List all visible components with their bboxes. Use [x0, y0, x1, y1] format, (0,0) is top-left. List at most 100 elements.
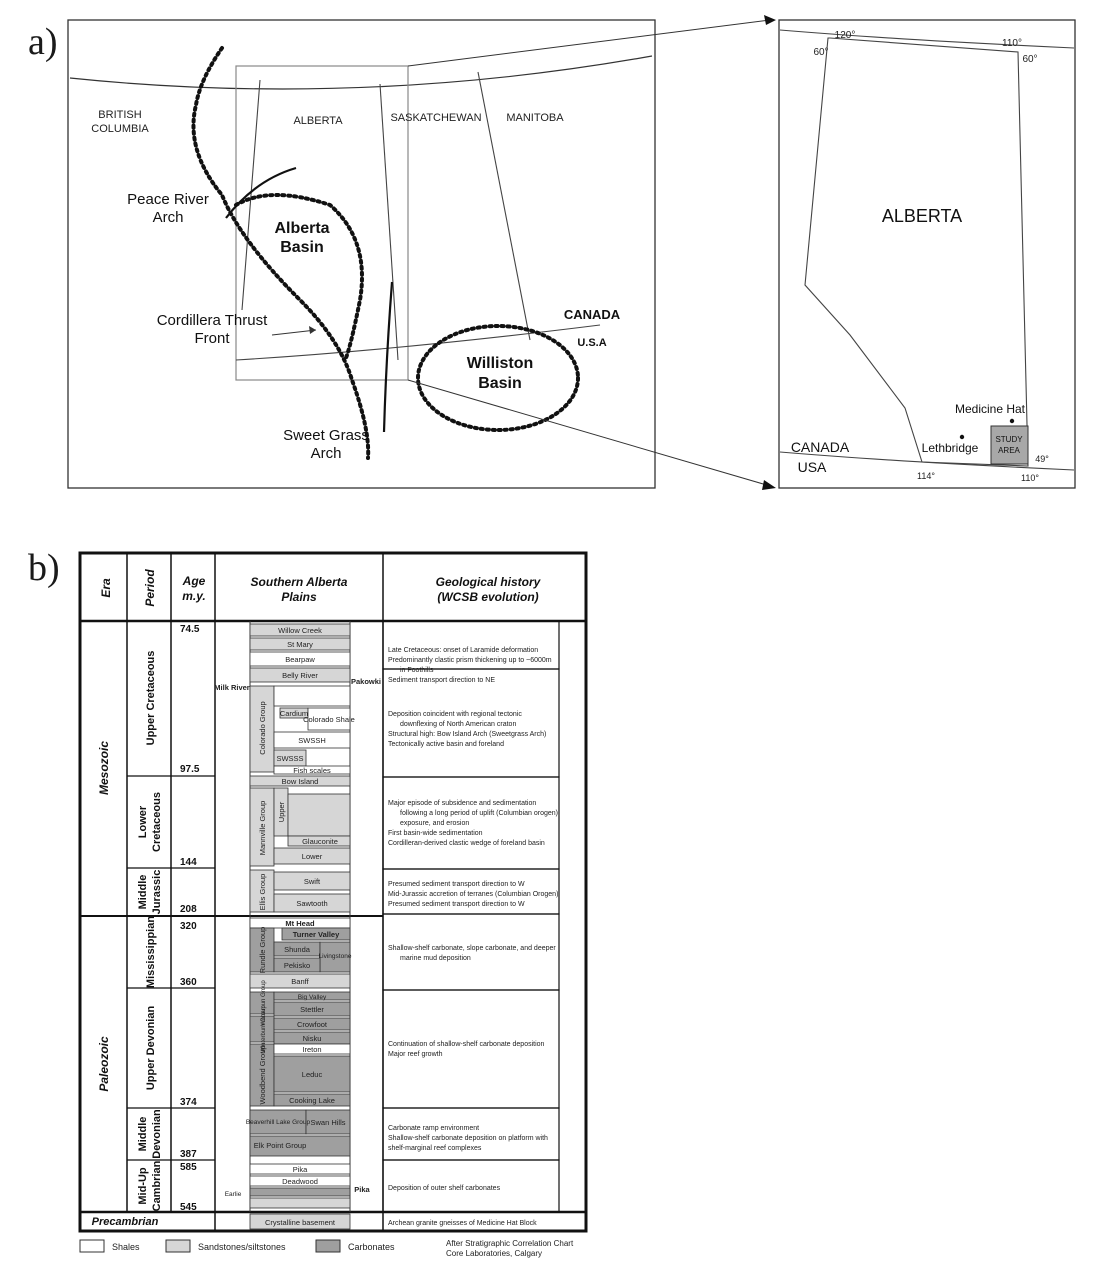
fm-livingstone: Livingstone — [319, 953, 352, 960]
label-sweet-grass-2: Arch — [311, 445, 342, 462]
fm-belly-river: Belly River — [282, 671, 318, 680]
unit-crowfoot — [273, 1017, 351, 1031]
age-97-5: 97.5 — [180, 764, 200, 775]
fm-deadwood: Deadwood — [282, 1177, 318, 1186]
unit-ireton — [273, 1043, 351, 1055]
hist-4-2: Mid-Jurassic accretion of terranes (Colu… — [388, 891, 558, 898]
history-boxes — [382, 620, 560, 1213]
medicine-hat-dot — [1009, 418, 1015, 424]
age-374: 374 — [180, 1097, 197, 1108]
precambrian-label: Precambrian — [92, 1216, 159, 1228]
legend: Shales Sandstones/siltstones Carbonates … — [79, 1239, 574, 1258]
fm-cooking-lake: Cooking Lake — [289, 1096, 335, 1105]
legend-source-1: After Stratigraphic Correlation Chart — [446, 1239, 574, 1248]
fm-colorado-group: Colorado Group — [258, 701, 267, 754]
fm-big-valley: Big Valley — [298, 994, 327, 1001]
legend-carbonates-swatch — [315, 1239, 341, 1253]
unit-belly-river — [249, 667, 351, 683]
fm-lower: Lower — [302, 852, 323, 861]
cordillera-arrow — [271, 329, 317, 336]
fm-ireton: Ireton — [302, 1045, 321, 1054]
unit-beaverhill-lake-group — [249, 1109, 307, 1135]
unit-ellis-group — [249, 869, 275, 913]
unit-colorado-shale — [307, 707, 351, 731]
inset-top-line — [779, 29, 1075, 49]
fm-earlie: Earlie — [225, 1191, 242, 1198]
inset-lon-110-bottom: 110° — [1021, 473, 1039, 483]
age-144: 144 — [180, 857, 197, 868]
hist-4-3: Presumed sediment transport direction to… — [388, 901, 525, 908]
period-cambrian-1: Mid-Up — [137, 1167, 149, 1205]
alberta-outline — [804, 37, 1029, 467]
period-middle-devonian-2: Devonian — [151, 1109, 163, 1159]
header-age-2: m.y. — [182, 589, 206, 603]
fm-basement: Crystalline basement — [265, 1218, 336, 1227]
unit-swssh — [273, 731, 351, 749]
header-plains-1: Southern Alberta — [251, 575, 348, 589]
unit-bearpaw — [249, 651, 351, 667]
unit-sawtooth — [273, 893, 351, 913]
inset-lon-114: 114° — [917, 471, 935, 481]
fm-pika-upper: Pika — [293, 1165, 308, 1174]
alberta-basin-outline — [234, 193, 364, 362]
hist-1-1: Late Cretaceous: onset of Laramide defor… — [388, 647, 538, 654]
stratigraphic-chart: Era Period Age m.y. Southern Alberta Pla… — [78, 551, 588, 1258]
sweet-grass-arch-line — [382, 281, 394, 433]
period-mississippian: Mississippian — [145, 916, 157, 988]
map-frame — [67, 19, 656, 489]
legend-source-2: Core Laboratories, Calgary — [446, 1249, 542, 1258]
inset-medicine-hat: Medicine Hat — [955, 402, 1026, 416]
hist-8-1: Deposition of outer shelf carbonates — [388, 1185, 501, 1192]
unit-swift — [273, 871, 351, 891]
unit-stettler — [273, 1001, 351, 1017]
age-74-5: 74.5 — [180, 624, 200, 635]
hist-3-2: following a long period of uplift (Colum… — [400, 810, 560, 817]
period-middle-jurassic-1: Middle — [137, 875, 149, 910]
label-peace-river-2: Arch — [153, 209, 184, 226]
fm-swan-hills: Swan Hills — [310, 1118, 345, 1127]
era-mesozoic: Mesozoic — [97, 741, 111, 795]
label-saskatchewan: SASKATCHEWAN — [390, 112, 481, 124]
inset-bottom-line — [779, 451, 1075, 471]
label-williston-1: Williston — [467, 355, 534, 372]
label-cordillera-1: Cordillera Thrust — [157, 312, 268, 329]
age-585: 585 — [180, 1162, 197, 1173]
hist-3-1: Major episode of subsidence and sediment… — [388, 800, 536, 807]
fm-fish-scales: Fish scales — [293, 766, 331, 775]
fm-elk-point-group: Elk Point Group — [254, 1141, 307, 1150]
inset-lat-60-right: 60° — [1022, 54, 1037, 65]
header-period: Period — [143, 569, 157, 607]
fm-bow-island: Bow Island — [282, 777, 319, 786]
legend-shales-swatch — [79, 1239, 105, 1253]
hist-4-1: Presumed sediment transport direction to… — [388, 881, 525, 888]
age-360: 360 — [180, 977, 197, 988]
period-cambrian-2: Cambrian — [151, 1160, 163, 1211]
unit-crystalline-basement — [249, 1213, 351, 1230]
hist-9-1: Archean granite gneisses of Medicine Hat… — [388, 1220, 537, 1227]
fm-swssh: SWSSH — [298, 736, 326, 745]
cordillera-thrust-front — [191, 46, 371, 460]
fm-swift: Swift — [304, 877, 321, 886]
period-middle-jurassic-2: Jurassic — [151, 870, 163, 915]
label-alberta: ALBERTA — [293, 115, 343, 127]
unit-swan-hills — [305, 1109, 351, 1135]
label-usa: U.S.A — [577, 337, 606, 349]
history-box-5 — [382, 913, 560, 991]
fm-glauconite: Glauconite — [302, 837, 338, 846]
fm-mt-head: Mt Head — [285, 919, 315, 928]
hist-2-2: downflexing of North American craton — [400, 721, 516, 728]
label-manitoba: MANITOBA — [506, 112, 564, 124]
fm-wabamun-group: Wabamun Group — [261, 980, 267, 1026]
fm-cardium: Cardium — [280, 709, 308, 718]
hist-1-2: Predominantly clastic prism thickening u… — [388, 657, 552, 664]
hist-1-3: in Foothills — [400, 667, 434, 674]
unit-banff — [249, 973, 351, 989]
period-lower-cretaceous-1: Lower — [137, 805, 149, 838]
label-sweet-grass-1: Sweet Grass — [283, 427, 369, 444]
fm-willow-creek: Willow Creek — [278, 626, 322, 635]
unit-colorado-group — [249, 685, 275, 773]
fm-beaverhill-lake-group: Beaverhill Lake Group — [246, 1119, 311, 1126]
unit-mannville-upper-body — [287, 793, 351, 837]
period-upper-devonian: Upper Devonian — [145, 1006, 157, 1091]
hist-5-2: marine mud deposition — [400, 955, 471, 962]
